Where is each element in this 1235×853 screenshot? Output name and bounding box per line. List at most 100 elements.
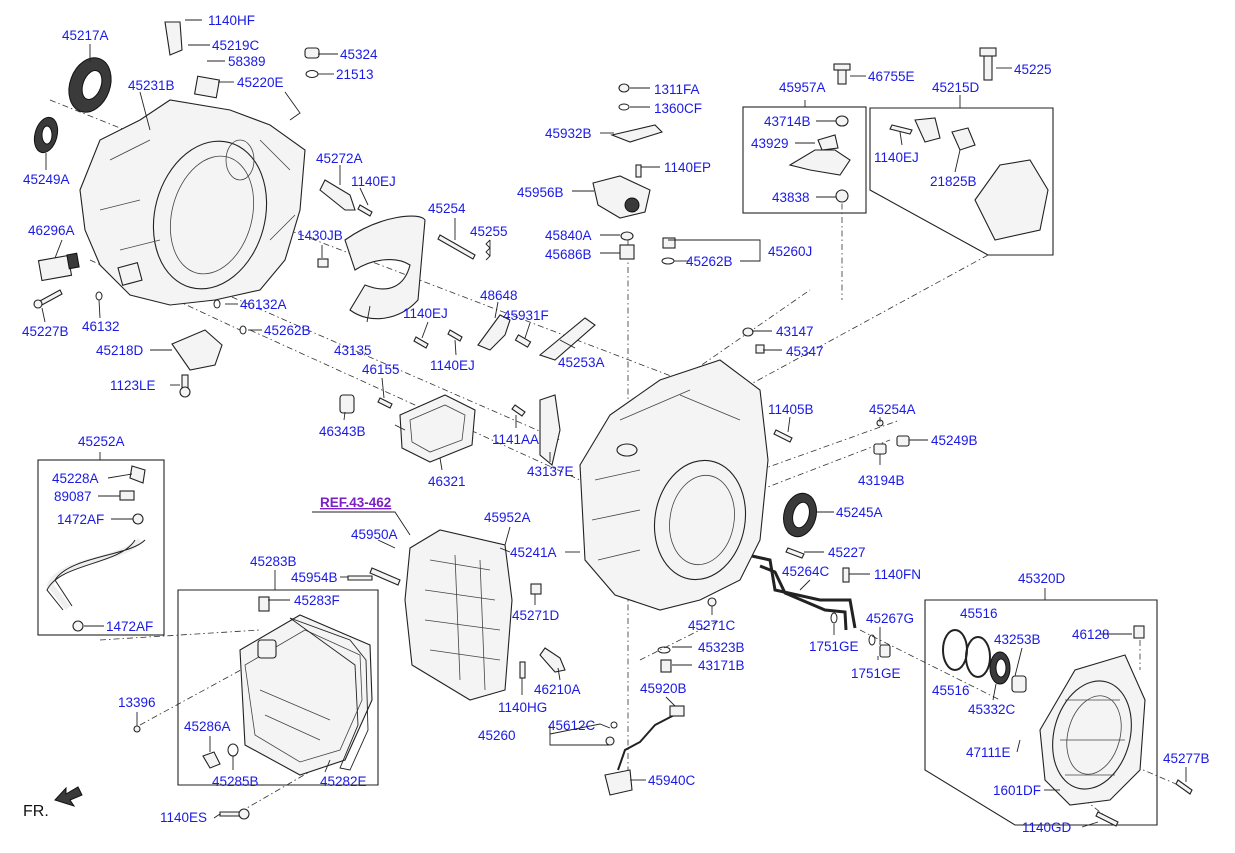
label-1141AA[interactable]: 1141AA [492,432,539,447]
label-45231B[interactable]: 45231B [128,78,175,93]
label-45277B[interactable]: 45277B [1163,751,1210,766]
label-45254A[interactable]: 45254A [869,402,916,417]
label-45686B[interactable]: 45686B [545,247,592,262]
label-45227[interactable]: 45227 [828,545,866,560]
label-45954B[interactable]: 45954B [291,570,338,585]
label-45249B[interactable]: 45249B [931,433,978,448]
label-45931F[interactable]: 45931F [503,308,549,323]
label-46132[interactable]: 46132 [82,319,120,334]
label-45323B[interactable]: 45323B [698,640,745,655]
label-45245A[interactable]: 45245A [836,505,883,520]
label-45282E[interactable]: 45282E [320,774,367,789]
label-45264C[interactable]: 45264C [782,564,830,579]
label-45324[interactable]: 45324 [340,47,378,62]
label-1140GD[interactable]: 1140GD [1022,820,1072,835]
label-45253A[interactable]: 45253A [558,355,605,370]
label-45271D[interactable]: 45271D [512,608,560,623]
label-45347[interactable]: 45347 [786,344,824,359]
label-1140EJ-mid[interactable]: 1140EJ [403,306,448,321]
label-45612C[interactable]: 45612C [548,718,596,733]
label-46128[interactable]: 46128 [1072,627,1110,642]
label-45283B[interactable]: 45283B [250,554,297,569]
label-43714B[interactable]: 43714B [764,114,811,129]
label-1140EP[interactable]: 1140EP [664,160,711,175]
label-45220E[interactable]: 45220E [237,75,284,90]
label-1751GE-right[interactable]: 1751GE [851,666,901,681]
label-45840A[interactable]: 45840A [545,228,592,243]
label-45283F[interactable]: 45283F [294,593,340,608]
label-45920B[interactable]: 45920B [640,681,687,696]
label-11405B[interactable]: 11405B [768,402,814,417]
label-1123LE[interactable]: 1123LE [110,378,156,393]
label-43838[interactable]: 43838 [772,190,810,205]
label-45260[interactable]: 45260 [478,728,516,743]
label-46343B[interactable]: 46343B [319,424,366,439]
label-47111E[interactable]: 47111E [966,745,1011,760]
label-43929[interactable]: 43929 [751,136,789,151]
label-45267G[interactable]: 45267G [866,611,914,626]
label-1430JB[interactable]: 1430JB [297,228,343,243]
label-1140EJ-top[interactable]: 1140EJ [351,174,396,189]
label-1140FN[interactable]: 1140FN [874,567,921,582]
label-45272A[interactable]: 45272A [316,151,363,166]
label-45286A[interactable]: 45286A [184,719,231,734]
label-1601DF[interactable]: 1601DF [993,783,1041,798]
label-1140EJ-low[interactable]: 1140EJ [430,358,475,373]
label-46155[interactable]: 46155 [362,362,400,377]
label-89087[interactable]: 89087 [54,489,92,504]
label-45932B[interactable]: 45932B [545,126,592,141]
label-1140ES[interactable]: 1140ES [160,810,207,825]
label-45225[interactable]: 45225 [1014,62,1052,77]
label-21825B[interactable]: 21825B [930,174,977,189]
label-1311FA[interactable]: 1311FA [654,82,700,97]
label-45241A[interactable]: 45241A [510,545,557,560]
label-45516-top[interactable]: 45516 [960,606,998,621]
label-1751GE-left[interactable]: 1751GE [809,639,859,654]
label-43137E[interactable]: 43137E [527,464,574,479]
label-58389[interactable]: 58389 [228,54,266,69]
label-1360CF[interactable]: 1360CF [654,101,702,116]
label-45320D[interactable]: 45320D [1018,571,1066,586]
label-45940C[interactable]: 45940C [648,773,696,788]
label-46296A[interactable]: 46296A [28,223,75,238]
label-45262B-mid[interactable]: 45262B [686,254,733,269]
label-45227B[interactable]: 45227B [22,324,69,339]
label-43171B[interactable]: 43171B [698,658,745,673]
label-45956B[interactable]: 45956B [517,185,564,200]
label-45260J[interactable]: 45260J [768,244,812,259]
label-45215D[interactable]: 45215D [932,80,980,95]
label-1472AF-top[interactable]: 1472AF [57,512,104,527]
label-45255[interactable]: 45255 [470,224,508,239]
label-45217A[interactable]: 45217A [62,28,109,43]
label-45262B-left[interactable]: 45262B [264,323,311,338]
label-45271C[interactable]: 45271C [688,618,736,633]
label-46755E[interactable]: 46755E [868,69,915,84]
label-45218D[interactable]: 45218D [96,343,144,358]
label-1140HF[interactable]: 1140HF [208,13,255,28]
label-48648[interactable]: 48648 [480,288,518,303]
label-21513[interactable]: 21513 [336,67,374,82]
label-45219C[interactable]: 45219C [212,38,260,53]
label-45249A[interactable]: 45249A [23,172,70,187]
label-43194B[interactable]: 43194B [858,473,905,488]
label-13396[interactable]: 13396 [118,695,156,710]
label-1140HG[interactable]: 1140HG [498,700,547,715]
label-43253B[interactable]: 43253B [994,632,1041,647]
label-43135[interactable]: 43135 [334,343,372,358]
label-45952A[interactable]: 45952A [484,510,531,525]
label-1140EJ-right[interactable]: 1140EJ [874,150,919,165]
label-46132A[interactable]: 46132A [240,297,287,312]
ref-link-43-462[interactable]: REF.43-462 [320,495,391,510]
label-45254[interactable]: 45254 [428,201,466,216]
label-43147[interactable]: 43147 [776,324,814,339]
label-45950A[interactable]: 45950A [351,527,398,542]
label-46321[interactable]: 46321 [428,474,466,489]
label-45516-bottom[interactable]: 45516 [932,683,970,698]
label-45285B[interactable]: 45285B [212,774,259,789]
label-45957A[interactable]: 45957A [779,80,826,95]
label-1472AF-bottom[interactable]: 1472AF [106,619,153,634]
label-46210A[interactable]: 46210A [534,682,581,697]
label-45252A[interactable]: 45252A [78,434,125,449]
label-45228A[interactable]: 45228A [52,471,99,486]
label-45332C[interactable]: 45332C [968,702,1016,717]
